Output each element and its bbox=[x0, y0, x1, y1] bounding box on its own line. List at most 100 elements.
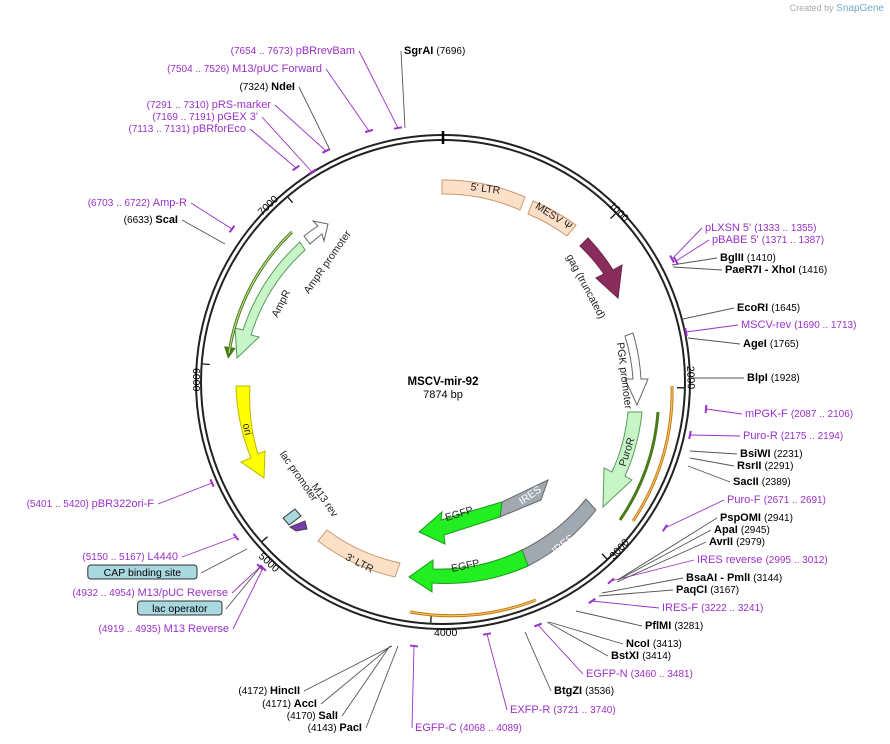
site-paer7i-xhoi[interactable]: PaeR7I - XhoI (1416) bbox=[672, 264, 827, 276]
pgk-feature[interactable] bbox=[624, 332, 649, 407]
mesv-feature[interactable] bbox=[527, 200, 577, 237]
site-hincii[interactable]: (4172) HincII bbox=[238, 645, 393, 697]
gag-feature[interactable] bbox=[579, 237, 623, 300]
site-scai[interactable]: (6633) ScaI bbox=[124, 214, 226, 245]
primer-mark-m13-puc-forward bbox=[364, 128, 374, 134]
leader-line-m13-puc-reverse bbox=[231, 566, 261, 594]
position-paci: (4143) bbox=[308, 723, 340, 734]
site-lac-operator[interactable]: lac operator bbox=[137, 564, 263, 616]
site-pbabe-5[interactable]: pBABE 5' (1371 .. 1387) bbox=[673, 234, 824, 266]
label-pflmi: PflMI (3281) bbox=[645, 620, 703, 632]
puror-feature[interactable] bbox=[602, 411, 643, 509]
site-pgex-3[interactable]: (7169 .. 7191) pGEX 3' bbox=[152, 111, 316, 175]
site-cap-binding-site[interactable]: CAP binding site bbox=[87, 548, 248, 580]
leader-line-pgex-3 bbox=[261, 116, 313, 173]
box-label-cap-binding-site: CAP binding site bbox=[104, 567, 182, 579]
site-puro-f[interactable]: Puro-F (2671 .. 2691) bbox=[661, 494, 826, 532]
site-bsiwi[interactable]: BsiWI (2231) bbox=[689, 448, 803, 460]
lac-operator-feature[interactable] bbox=[282, 508, 302, 526]
site-rsrii[interactable]: RsrII (2291) bbox=[689, 457, 793, 472]
position-ndei: (7324) bbox=[239, 82, 271, 93]
site-pspomi[interactable]: PspOMI (2941) bbox=[618, 512, 793, 580]
position-plxsn-5: (1333 .. 1355) bbox=[754, 223, 816, 234]
site-sacii[interactable]: SacII (2389) bbox=[687, 465, 791, 488]
site-paqci[interactable]: PaqCI (3167) bbox=[598, 584, 739, 597]
site-pbrforeco[interactable]: (7113 .. 7131) pBRforEco bbox=[128, 123, 300, 172]
ltr5-feature[interactable] bbox=[441, 179, 526, 211]
leader-line-mpgk-f bbox=[705, 408, 743, 415]
m13rev-feature[interactable] bbox=[288, 520, 308, 532]
egfp2-feature[interactable] bbox=[408, 549, 529, 593]
label-m13-reverse: (4919 .. 4935) M13 Reverse bbox=[99, 623, 229, 635]
site-m13-puc-forward[interactable]: (7504 .. 7526) M13/pUC Forward bbox=[167, 63, 374, 134]
site-bglii[interactable]: BglII (1410) bbox=[671, 252, 776, 266]
ampr-promoter-feature[interactable] bbox=[303, 220, 329, 245]
site-exfp-r[interactable]: EXFP-R (3721 .. 3740) bbox=[482, 632, 616, 716]
name-pflmi: PflMI bbox=[645, 620, 674, 632]
label-pbabe-5: pBABE 5' (1371 .. 1387) bbox=[712, 234, 824, 246]
ltr3-feature[interactable] bbox=[317, 529, 401, 578]
site-mscv-rev[interactable]: MSCV-rev (1690 .. 1713) bbox=[684, 319, 856, 337]
site-ncoi[interactable]: NcoI (3413) bbox=[548, 621, 682, 650]
egfp1-feature[interactable] bbox=[418, 501, 503, 545]
site-puro-r[interactable]: Puro-R (2175 .. 2194) bbox=[688, 430, 843, 442]
ori-feature[interactable] bbox=[235, 385, 266, 479]
name-hincii: HincII bbox=[270, 685, 300, 697]
site-blpi[interactable]: BlpI (1928) bbox=[690, 372, 800, 384]
site-pflmi[interactable]: PflMI (3281) bbox=[575, 610, 703, 632]
label-bsaai-pmli: BsaAI - PmlI (3144) bbox=[686, 572, 782, 584]
site-egfp-n[interactable]: EGFP-N (3460 .. 3481) bbox=[533, 622, 693, 680]
name-btgzi: BtgZI bbox=[554, 685, 585, 697]
site-bstxi[interactable]: BstXI (3414) bbox=[546, 621, 671, 662]
site-ndei[interactable]: (7324) NdeI bbox=[239, 81, 331, 151]
site-btgzi[interactable]: BtgZI (3536) bbox=[524, 631, 614, 697]
name-ndei: NdeI bbox=[271, 81, 295, 93]
label-hincii: (4172) HincII bbox=[238, 685, 300, 697]
site-ires-reverse[interactable]: IRES reverse (2995 .. 3012) bbox=[607, 554, 828, 585]
leader-line-paer7i-xhoi bbox=[672, 266, 723, 271]
primer-mark-mpgk-f bbox=[704, 404, 708, 414]
site-pbr322ori-f[interactable]: (5401 .. 5420) pBR322ori-F bbox=[27, 478, 215, 510]
site-mpgk-f[interactable]: mPGK-F (2087 .. 2106) bbox=[704, 404, 854, 420]
leader-line-prs-marker bbox=[274, 104, 327, 152]
name-blpi: BlpI bbox=[747, 372, 771, 384]
name-paci: PacI bbox=[339, 722, 362, 734]
site-plxsn-5[interactable]: pLXSN 5' (1333 .. 1355) bbox=[669, 222, 816, 263]
position-bstxi: (3414) bbox=[642, 651, 671, 662]
site-acci[interactable]: (4171) AccI bbox=[262, 645, 392, 710]
site-ecori[interactable]: EcoRI (1645) bbox=[682, 302, 800, 320]
name-ires-reverse: IRES reverse bbox=[697, 554, 765, 566]
site-apai[interactable]: ApaI (2945) bbox=[617, 524, 770, 581]
site-m13-reverse[interactable]: (4919 .. 4935) M13 Reverse bbox=[99, 564, 267, 635]
ampr-feature[interactable] bbox=[234, 241, 306, 360]
site-m13-puc-reverse[interactable]: (4932 .. 4954) M13/pUC Reverse bbox=[72, 563, 264, 599]
site-agei[interactable]: AgeI (1765) bbox=[687, 337, 799, 350]
label-sgrai: SgrAI (7696) bbox=[404, 45, 465, 57]
leader-line-m13-reverse bbox=[232, 567, 264, 630]
position-paqci: (3167) bbox=[710, 585, 739, 596]
position-acci: (4171) bbox=[262, 699, 294, 710]
site-pbrrevbam[interactable]: (7654 .. 7673) pBRrevBam bbox=[231, 45, 403, 130]
site-amp-r[interactable]: (6703 .. 6722) Amp-R bbox=[88, 197, 236, 233]
site-prs-marker[interactable]: (7291 .. 7310) pRS-marker bbox=[147, 99, 331, 154]
site-l4440[interactable]: (5150 .. 5167) L4440 bbox=[82, 533, 240, 563]
primer-mark-pbabe-5 bbox=[673, 256, 679, 266]
site-sgrai[interactable]: SgrAI (7696) bbox=[400, 45, 465, 129]
name-agei: AgeI bbox=[743, 338, 770, 350]
box-cap-binding-site bbox=[87, 564, 198, 580]
site-egfp-c[interactable]: EGFP-C (4068 .. 4089) bbox=[409, 644, 522, 734]
site-avrii[interactable]: AvrII (2979) bbox=[616, 536, 765, 583]
site-sali[interactable]: (4170) SalI bbox=[287, 645, 391, 722]
scale-tick-mark-5 bbox=[261, 536, 268, 542]
site-ires-f[interactable]: IRES-F (3222 .. 3241) bbox=[588, 597, 764, 614]
label-exfp-r: EXFP-R (3721 .. 3740) bbox=[510, 704, 616, 716]
site-bsaai-pmli[interactable]: BsaAI - PmlI (3144) bbox=[601, 572, 782, 594]
name-bglii: BglII bbox=[720, 252, 747, 264]
name-sgrai: SgrAI bbox=[404, 45, 436, 57]
primer-mark-amp-r bbox=[228, 225, 236, 233]
site-paci[interactable]: (4143) PacI bbox=[308, 645, 399, 734]
leader-line-puro-r bbox=[689, 434, 741, 437]
label-l4440: (5150 .. 5167) L4440 bbox=[82, 551, 178, 563]
ires2-feature[interactable] bbox=[521, 498, 597, 567]
